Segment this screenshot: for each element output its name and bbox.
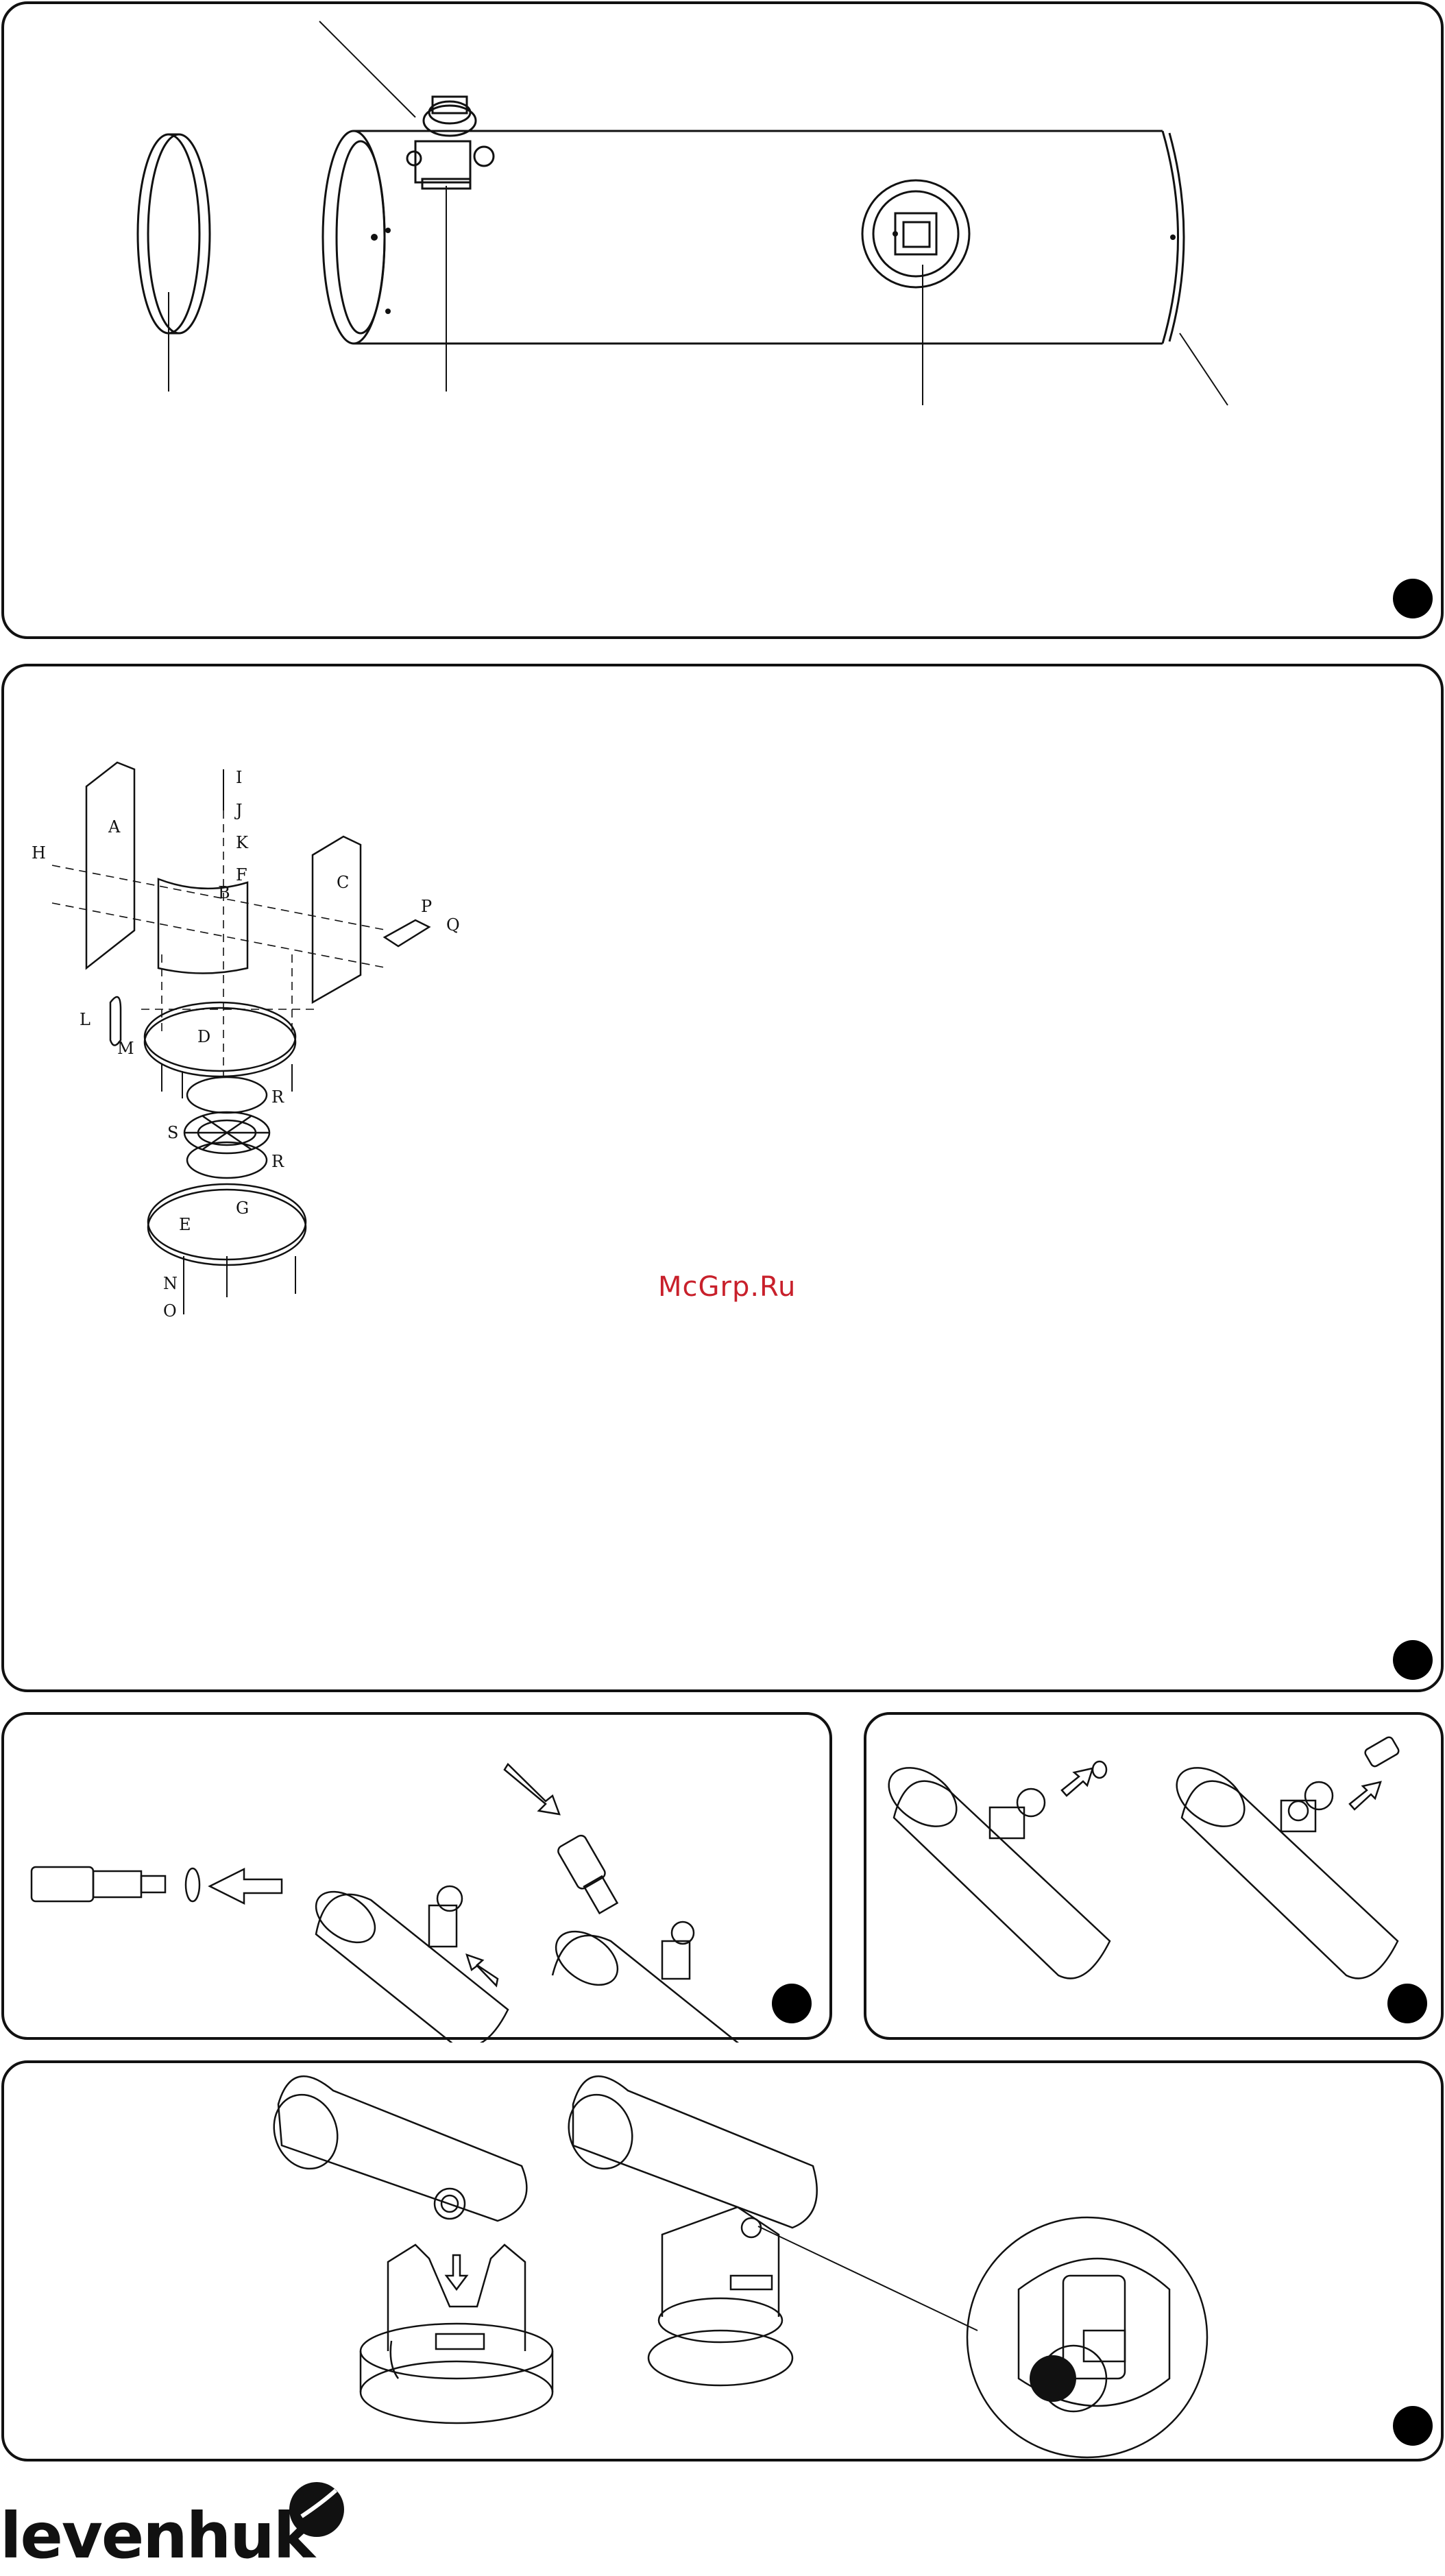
eyepiece-adapter-drawing xyxy=(4,1715,835,2043)
label-p: P xyxy=(421,897,432,916)
side-panel-a xyxy=(86,762,134,968)
label-k: K xyxy=(236,833,249,852)
figure-2-panel: A B C D E F G H I J K L M N O P Q R R S xyxy=(1,664,1444,1692)
tube-parts-drawing xyxy=(4,4,1445,642)
front-panel-b xyxy=(158,879,247,974)
label-c: C xyxy=(337,873,349,892)
label-r-upper: R xyxy=(271,1087,284,1107)
tube-on-base-drawing xyxy=(4,2063,1445,2464)
figure-1-panel xyxy=(1,1,1444,639)
label-m: M xyxy=(117,1039,134,1058)
label-q: Q xyxy=(446,915,460,935)
figure-badge xyxy=(1393,2406,1433,2446)
label-s: S xyxy=(167,1123,178,1142)
optical-tube xyxy=(319,21,1228,405)
label-d: D xyxy=(197,1027,210,1046)
label-o: O xyxy=(163,1301,177,1321)
base-exploded-drawing: A B C D E F G H I J K L M N O P Q R R S xyxy=(4,666,1445,1695)
figure-badge xyxy=(1387,1984,1427,2023)
label-b: B xyxy=(218,883,230,902)
label-l: L xyxy=(80,1010,90,1029)
label-j: J xyxy=(234,801,243,820)
figure-3-panel xyxy=(1,1712,832,2040)
dust-cap xyxy=(138,134,210,392)
figure-5-panel xyxy=(1,2060,1444,2461)
side-panel-c xyxy=(313,836,361,1002)
figure-badge xyxy=(772,1984,812,2023)
label-n: N xyxy=(163,1274,178,1293)
finder-drawing xyxy=(866,1715,1445,2043)
ground-board-d xyxy=(145,1002,295,1071)
label-a: A xyxy=(108,817,121,836)
figure-badge xyxy=(1393,579,1433,618)
label-h: H xyxy=(32,843,46,863)
label-g: G xyxy=(236,1199,249,1218)
ground-board-e xyxy=(148,1184,306,1260)
watermark-text: McGrp.Ru xyxy=(658,1271,796,1303)
levenhuk-logo: levenhuk xyxy=(0,2482,356,2571)
label-f: F xyxy=(236,865,247,884)
label-r-lower: R xyxy=(271,1152,284,1171)
figure-4-panel xyxy=(864,1712,1444,2040)
label-i: I xyxy=(236,768,242,787)
label-e: E xyxy=(179,1215,191,1234)
svg-text:levenhuk: levenhuk xyxy=(0,2499,317,2571)
figure-badge xyxy=(1393,1640,1433,1680)
